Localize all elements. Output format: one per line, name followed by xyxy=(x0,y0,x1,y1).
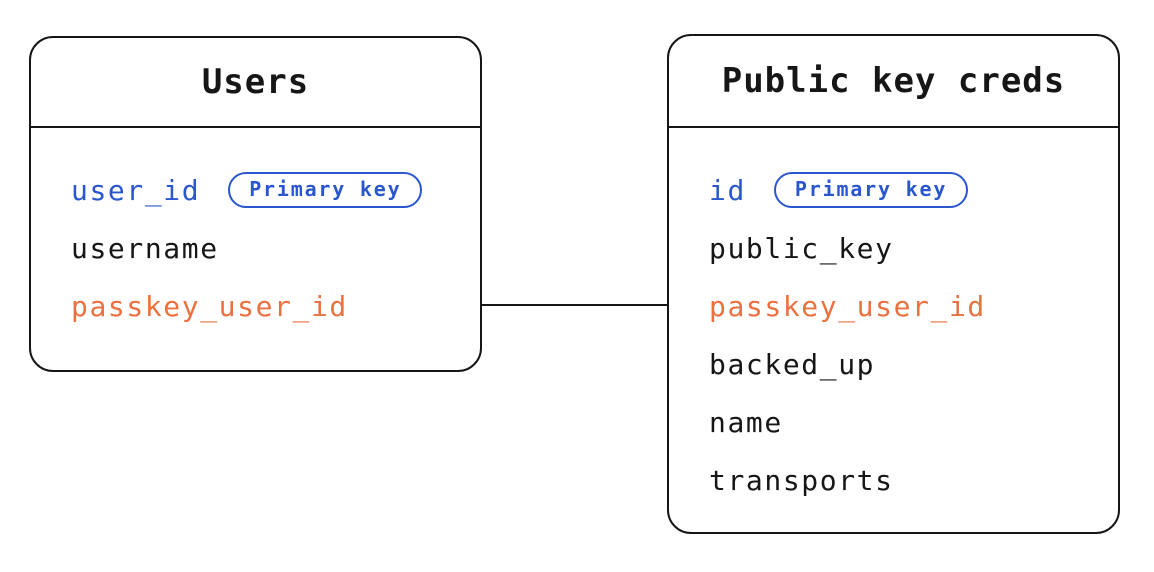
table-fields-users: user_id Primary key username passkey_use… xyxy=(31,128,480,335)
field-row: id Primary key xyxy=(709,161,1098,219)
table-header-public-key-creds: Public key creds xyxy=(669,36,1118,128)
field-name-name: name xyxy=(709,405,783,439)
table-title-public-key-creds: Public key creds xyxy=(721,61,1066,101)
field-row: transports xyxy=(709,451,1098,509)
field-name-public-key: public_key xyxy=(709,231,894,265)
field-name-backed-up: backed_up xyxy=(709,347,876,381)
primary-key-badge: Primary key xyxy=(773,172,969,208)
field-name-transports: transports xyxy=(709,463,894,497)
field-name-passkey-user-id: passkey_user_id xyxy=(71,289,348,323)
primary-key-badge: Primary key xyxy=(228,172,423,208)
field-row: backed_up xyxy=(709,335,1098,393)
field-name-passkey-user-id: passkey_user_id xyxy=(709,289,986,323)
table-card-public-key-creds: Public key creds id Primary key public_k… xyxy=(667,34,1120,534)
field-name-id: id xyxy=(709,173,746,207)
relationship-line xyxy=(482,304,667,306)
field-row: username xyxy=(71,219,460,277)
field-name-user-id: user_id xyxy=(71,173,201,207)
field-row: name xyxy=(709,393,1098,451)
field-row: user_id Primary key xyxy=(71,161,460,219)
field-name-username: username xyxy=(71,231,219,265)
field-row: public_key xyxy=(709,219,1098,277)
field-row: passkey_user_id xyxy=(709,277,1098,335)
table-card-users: Users user_id Primary key username passk… xyxy=(29,36,482,372)
table-title-users: Users xyxy=(201,62,310,102)
table-header-users: Users xyxy=(31,38,480,128)
field-row: passkey_user_id xyxy=(71,277,460,335)
table-fields-public-key-creds: id Primary key public_key passkey_user_i… xyxy=(669,128,1118,509)
